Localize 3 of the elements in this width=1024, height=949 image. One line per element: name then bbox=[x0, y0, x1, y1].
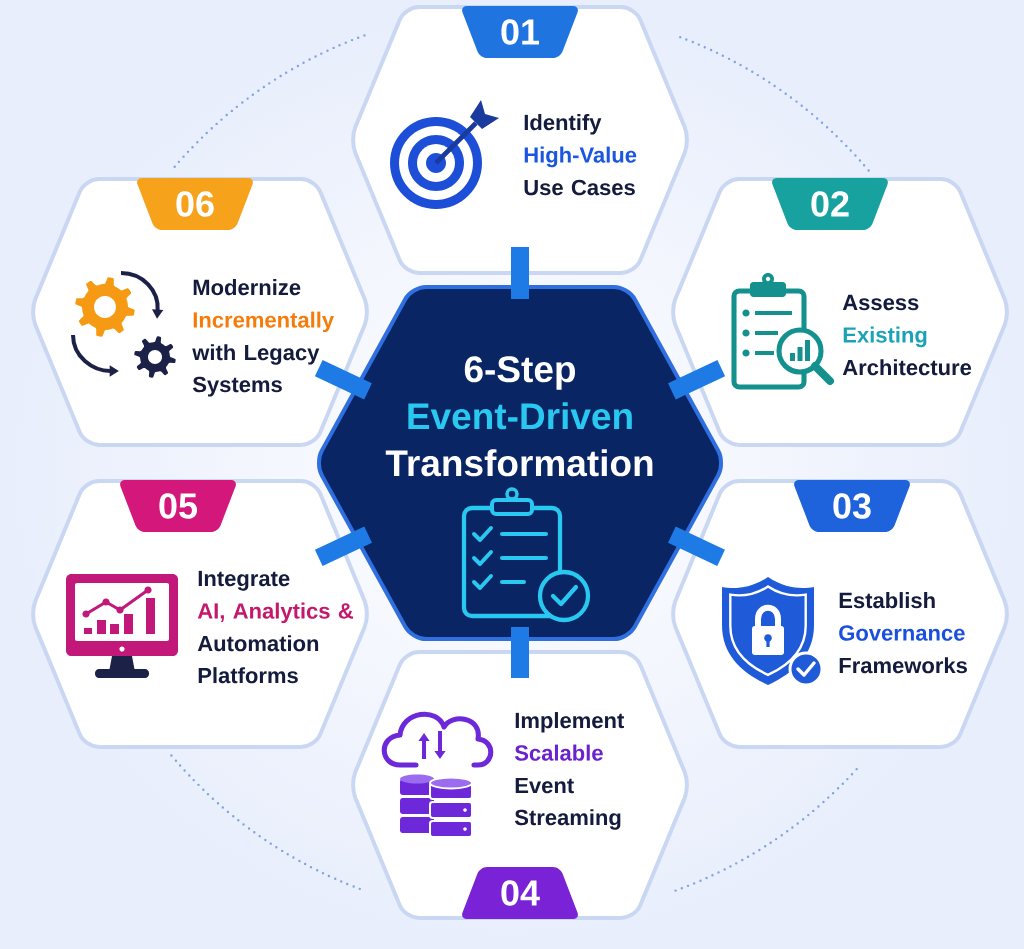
step-label: Governance bbox=[839, 625, 965, 641]
step-label: Frameworks bbox=[839, 657, 967, 674]
step-label: Architecture bbox=[842, 359, 972, 376]
